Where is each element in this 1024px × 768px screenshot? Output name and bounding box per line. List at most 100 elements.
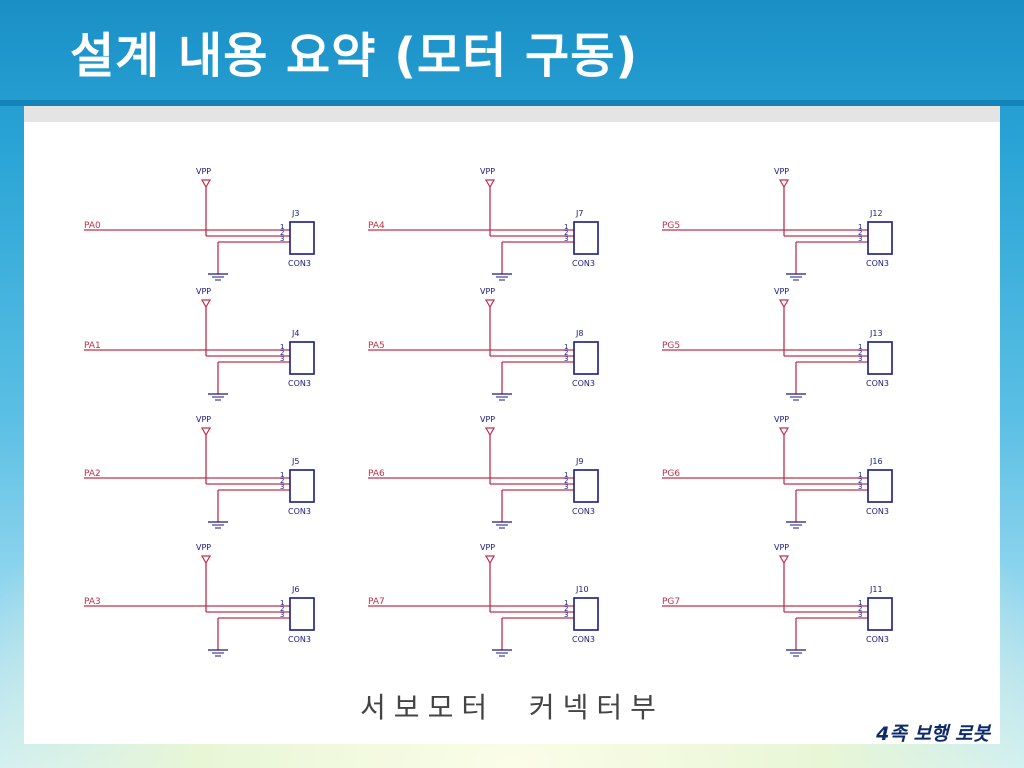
pin-number: 2 (858, 605, 862, 613)
pin-number: 3 (858, 235, 862, 243)
vpp-arrow (778, 555, 790, 565)
vpp-arrow (484, 555, 496, 565)
pin-number: 1 (280, 599, 284, 607)
pin-number: 2 (858, 349, 862, 357)
vpp-label: VPP (196, 167, 211, 176)
connector-type: CON3 (572, 635, 595, 644)
connector-box (867, 469, 893, 503)
vpp-label: VPP (774, 287, 789, 296)
vpp-label: VPP (196, 415, 211, 424)
vpp-arrow (778, 299, 790, 309)
pin-number: 1 (858, 343, 862, 351)
connector-type: CON3 (572, 379, 595, 388)
net-label: PA1 (84, 341, 101, 351)
vpp-label: VPP (196, 543, 211, 552)
vpp-arrow (200, 427, 212, 437)
slide-title: 설계 내용 요약 (모터 구동) (70, 28, 639, 84)
connector-ref: J16 (869, 457, 883, 466)
vpp-arrow (200, 179, 212, 189)
connector-box (289, 469, 315, 503)
vpp-label: VPP (196, 287, 211, 296)
connector-ref: J4 (291, 329, 299, 338)
net-label: PG5 (662, 341, 680, 351)
connector-ref: J12 (869, 209, 883, 218)
vpp-label: VPP (480, 543, 495, 552)
connector-type: CON3 (866, 507, 889, 516)
pin-number: 1 (564, 471, 568, 479)
connector-box (867, 221, 893, 255)
pin-number: 3 (280, 483, 284, 491)
pin-number: 2 (280, 349, 284, 357)
pin-number: 2 (564, 605, 568, 613)
pin-number: 3 (858, 611, 862, 619)
connector-type: CON3 (288, 635, 311, 644)
vpp-label: VPP (774, 415, 789, 424)
connector-box (573, 469, 599, 503)
pin-number: 1 (858, 471, 862, 479)
pin-number: 3 (564, 483, 568, 491)
net-label: PA3 (84, 597, 101, 607)
vpp-arrow (778, 427, 790, 437)
connector-ref: J9 (575, 457, 583, 466)
connector-ref: J7 (575, 209, 583, 218)
connector-ref: J3 (291, 209, 299, 218)
pin-number: 2 (858, 477, 862, 485)
connector-ref: J8 (575, 329, 583, 338)
title-divider (0, 100, 1024, 106)
pin-number: 1 (280, 223, 284, 231)
pin-number: 2 (564, 349, 568, 357)
pin-number: 3 (564, 355, 568, 363)
net-label: PA2 (84, 469, 101, 479)
connector-type: CON3 (866, 259, 889, 268)
vpp-arrow (778, 179, 790, 189)
pin-number: 1 (564, 223, 568, 231)
net-label: PA7 (368, 597, 385, 607)
connector-type: CON3 (572, 259, 595, 268)
pin-number: 3 (280, 235, 284, 243)
pin-number: 1 (280, 471, 284, 479)
connector-box (573, 341, 599, 375)
pin-number: 2 (280, 605, 284, 613)
connector-box (573, 221, 599, 255)
vpp-arrow (200, 555, 212, 565)
net-label: PA0 (84, 221, 101, 231)
vpp-arrow (200, 299, 212, 309)
net-label: PG5 (662, 221, 680, 231)
connector-type: CON3 (288, 259, 311, 268)
connector-ref: J11 (869, 585, 883, 594)
pin-number: 3 (564, 235, 568, 243)
vpp-label: VPP (480, 415, 495, 424)
vpp-arrow (484, 179, 496, 189)
pin-number: 1 (280, 343, 284, 351)
connector-box (867, 597, 893, 631)
connector-ref: J6 (291, 585, 299, 594)
schematic-caption: 서보모터 커넥터부 (360, 691, 664, 724)
pin-number: 2 (280, 477, 284, 485)
connector-box (573, 597, 599, 631)
pin-number: 3 (858, 483, 862, 491)
connector-type: CON3 (288, 379, 311, 388)
net-label: PA6 (368, 469, 385, 479)
panel-top-strip (24, 106, 1000, 122)
connector-type: CON3 (572, 507, 595, 516)
vpp-label: VPP (480, 167, 495, 176)
pin-number: 1 (564, 599, 568, 607)
net-label: PG6 (662, 469, 680, 479)
connector-type: CON3 (866, 635, 889, 644)
pin-number: 2 (564, 229, 568, 237)
pin-number: 3 (858, 355, 862, 363)
net-label: PA4 (368, 221, 385, 231)
net-label: PG7 (662, 597, 680, 607)
connector-ref: J10 (575, 585, 589, 594)
pin-number: 3 (564, 611, 568, 619)
connector-box (289, 221, 315, 255)
pin-number: 1 (858, 223, 862, 231)
connector-type: CON3 (866, 379, 889, 388)
pin-number: 2 (564, 477, 568, 485)
vpp-arrow (484, 427, 496, 437)
pin-number: 2 (280, 229, 284, 237)
pin-number: 3 (280, 355, 284, 363)
vpp-label: VPP (480, 287, 495, 296)
